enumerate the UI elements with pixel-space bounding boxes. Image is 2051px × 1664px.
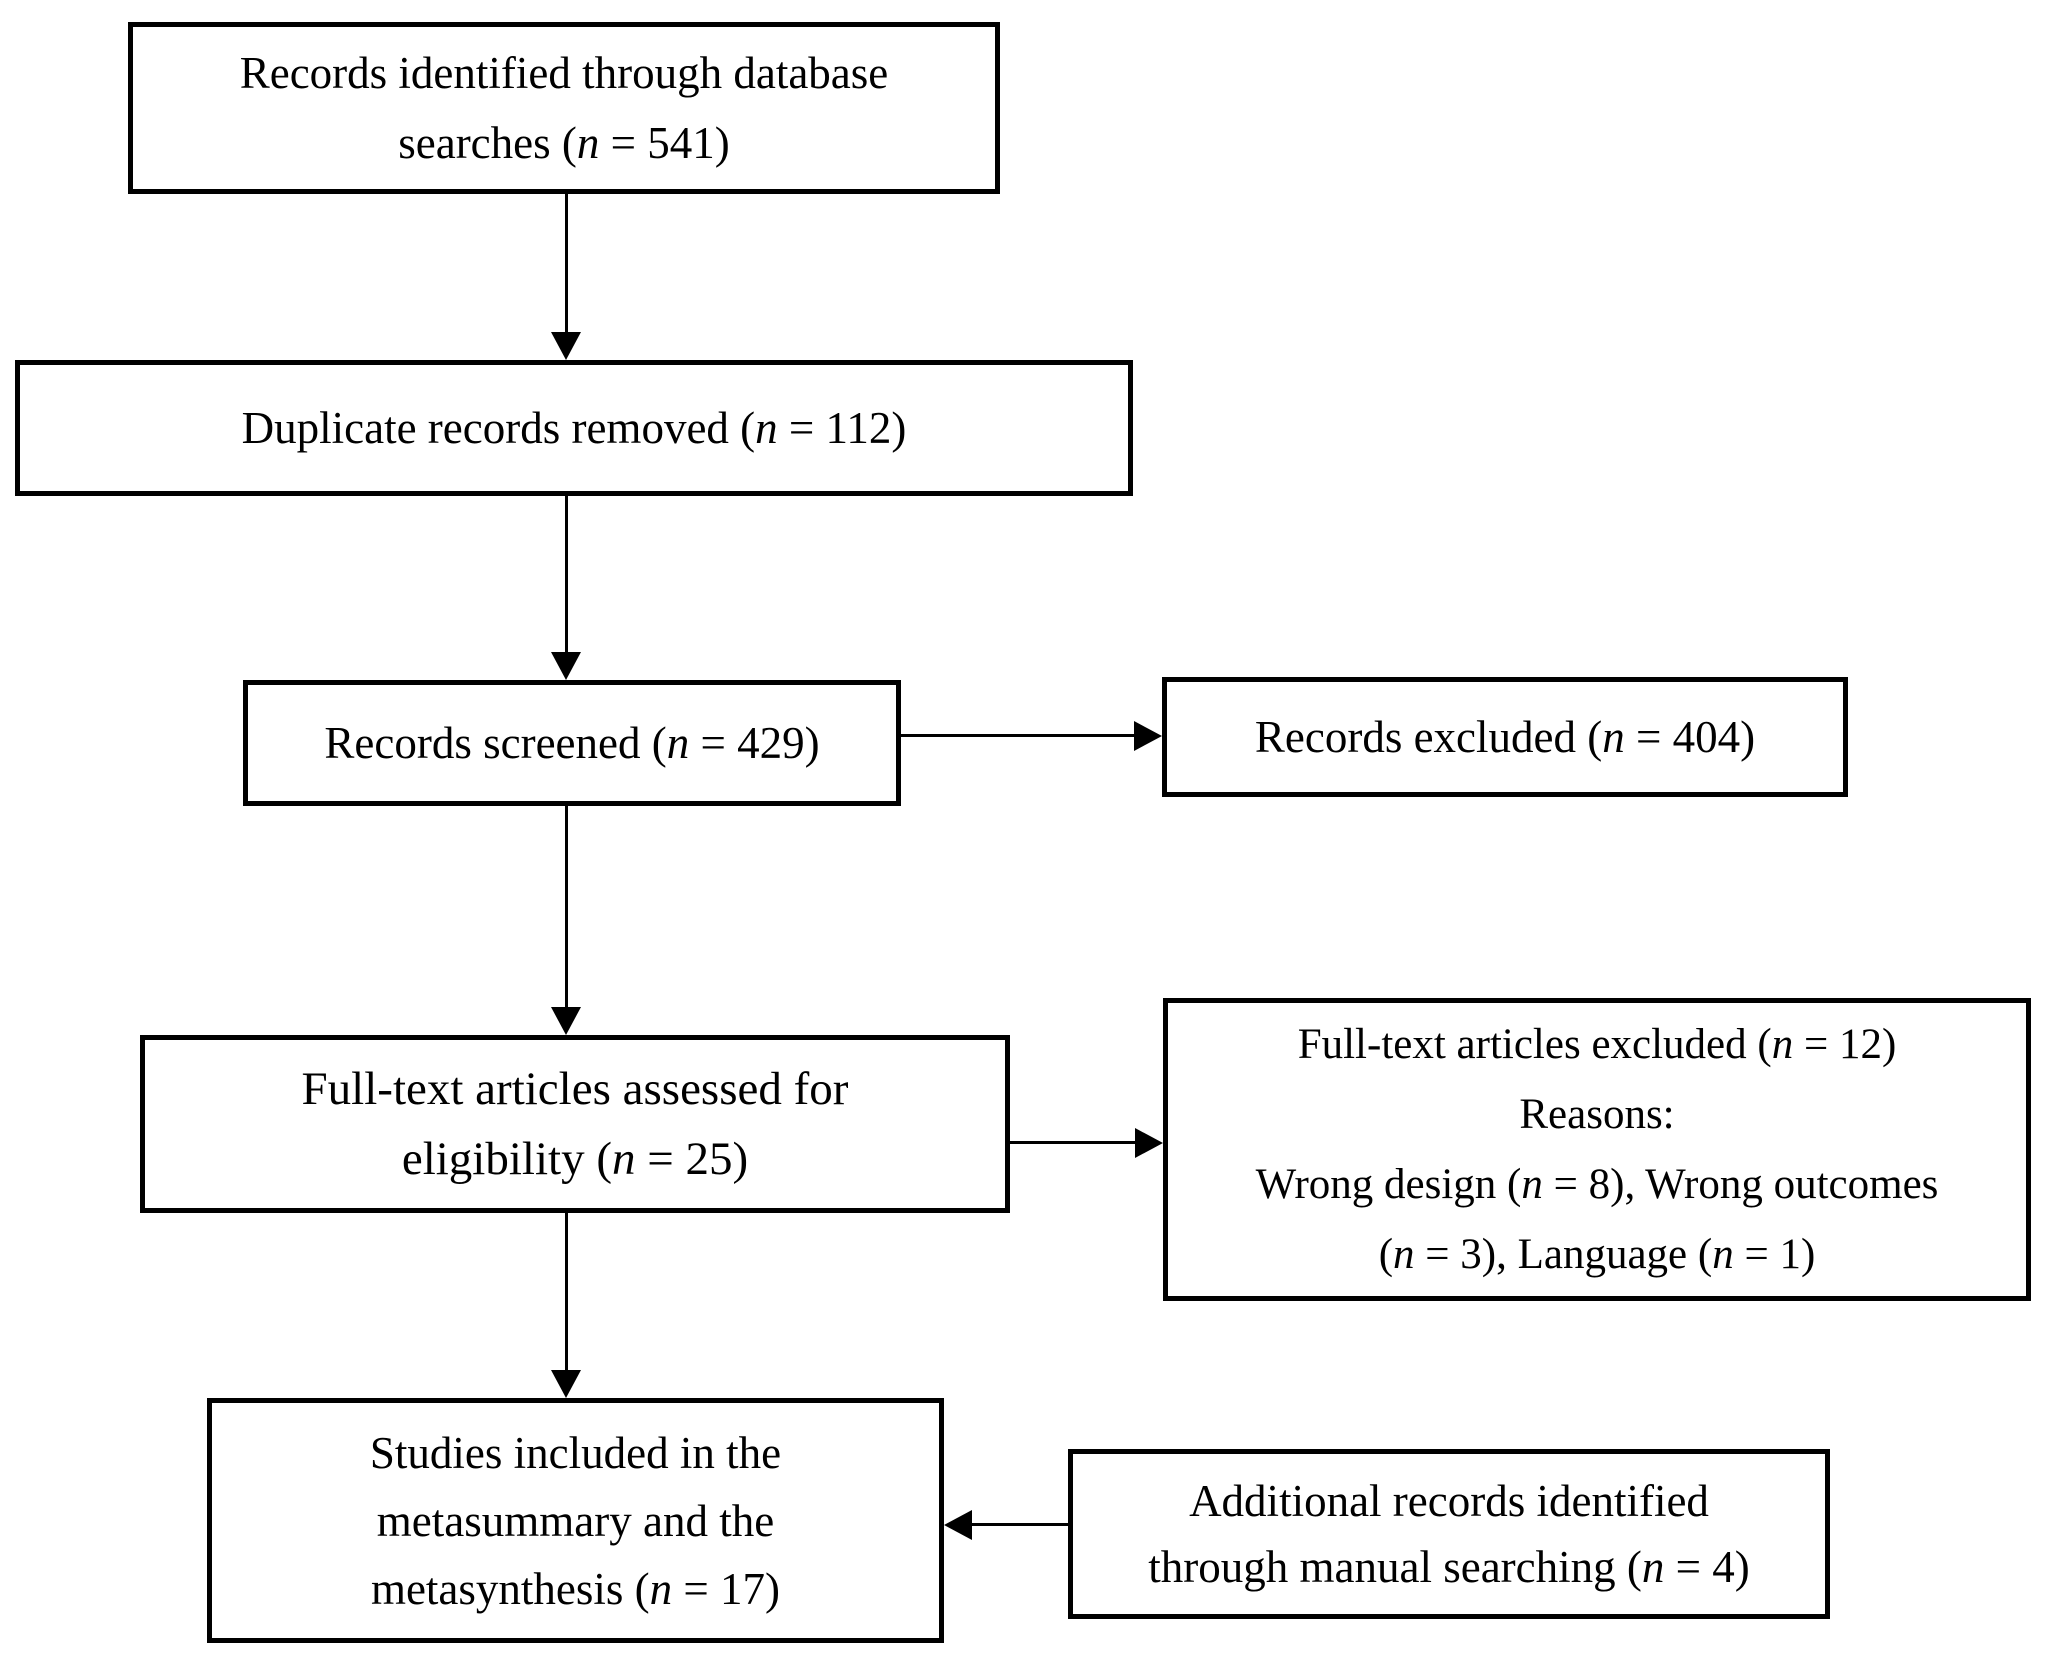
arrow-duplicates-to-screened-stem — [565, 496, 568, 654]
label-text: Records excluded ( — [1254, 712, 1603, 762]
label-text: = 4) — [1664, 1542, 1750, 1592]
italic-n-text: n — [649, 1563, 673, 1614]
label-text: Reasons: — [1519, 1090, 1675, 1138]
text-line: metasynthesis (n = 17) — [371, 1555, 780, 1623]
text-line: Records excluded (n = 404) — [1255, 702, 1755, 772]
text-line: (n = 3), Language (n = 1) — [1379, 1220, 1816, 1290]
box-duplicates-removed: Duplicate records removed (n = 112) — [15, 360, 1133, 496]
box-records-identified: Records identified through database searc… — [128, 22, 1000, 194]
label-text: = 12) — [1793, 1020, 1897, 1068]
italic-n-text: n — [1771, 1020, 1794, 1068]
text-line: Wrong design (n = 8), Wrong outcomes — [1256, 1150, 1939, 1220]
italic-n-text: n — [1521, 1160, 1543, 1208]
arrow-additional-to-included-stem — [970, 1523, 1070, 1526]
arrowhead-down-icon — [551, 332, 581, 360]
label-text: Duplicate records removed ( — [241, 403, 756, 453]
label-text: Full-text articles excluded ( — [1297, 1020, 1772, 1068]
box-studies-included: Studies included in the metasummary and t… — [207, 1398, 944, 1643]
arrowhead-down-icon — [551, 1370, 581, 1398]
label-text: Records screened ( — [324, 718, 667, 768]
label-text: metasynthesis ( — [370, 1563, 650, 1614]
arrow-fulltext-to-excluded-stem — [1010, 1141, 1137, 1144]
arrowhead-down-icon — [551, 1007, 581, 1035]
text-line: eligibility (n = 25) — [402, 1124, 748, 1194]
text-line: Studies included in the — [370, 1419, 781, 1487]
box-fulltext-excluded: Full-text articles excluded (n = 12)Reas… — [1163, 998, 2031, 1301]
italic-n-text: n — [1602, 712, 1625, 762]
label-text: = 541) — [599, 118, 730, 168]
label-text: through manual searching ( — [1148, 1542, 1642, 1592]
label-text: = 112) — [777, 403, 907, 453]
label-text: searches ( — [398, 118, 577, 168]
label-text: = 8), Wrong outcomes — [1542, 1160, 1939, 1208]
italic-n-text: n — [612, 1133, 636, 1185]
label-text: Records identified through database — [239, 48, 889, 98]
label-text: = 25) — [635, 1133, 749, 1185]
text-line: Additional records identified — [1189, 1468, 1709, 1534]
box-records-screened: Records screened (n = 429) — [243, 680, 901, 806]
arrow-fulltext-to-included-stem — [565, 1213, 568, 1372]
arrow-screened-to-excluded-stem — [901, 734, 1136, 737]
box-fulltext-assessed: Full-text articles assessed for eligibili… — [140, 1035, 1010, 1213]
arrowhead-right-icon — [1134, 721, 1162, 751]
text-line: Full-text articles assessed for — [302, 1054, 849, 1124]
label-text: = 17) — [672, 1563, 781, 1614]
label-text: = 3), Language ( — [1414, 1230, 1713, 1278]
italic-n-text: n — [755, 403, 778, 453]
label-text: Studies included in the — [369, 1427, 782, 1478]
text-line: Records screened (n = 429) — [324, 708, 819, 778]
label-text: ( — [1378, 1230, 1394, 1278]
text-line: Reasons: — [1519, 1080, 1674, 1150]
text-line: Duplicate records removed (n = 112) — [242, 393, 907, 463]
text-line: Records identified through database — [240, 38, 889, 108]
text-line: through manual searching (n = 4) — [1148, 1534, 1749, 1600]
italic-n-text: n — [666, 718, 690, 768]
text-line: Full-text articles excluded (n = 12) — [1298, 1010, 1897, 1080]
arrow-identified-to-duplicates-stem — [565, 194, 568, 334]
label-text: eligibility ( — [401, 1133, 612, 1185]
label-text: Additional records identified — [1189, 1476, 1709, 1526]
label-text: metasummary and the — [376, 1495, 775, 1546]
box-records-excluded: Records excluded (n = 404) — [1162, 677, 1848, 797]
italic-n-text: n — [1393, 1230, 1415, 1278]
text-line: searches (n = 541) — [398, 108, 730, 178]
arrow-screened-to-fulltext-stem — [565, 806, 568, 1009]
italic-n-text: n — [1712, 1230, 1734, 1278]
label-text: = 429) — [689, 718, 820, 768]
arrowhead-down-icon — [551, 652, 581, 680]
italic-n-text: n — [576, 118, 600, 168]
arrowhead-right-icon — [1135, 1128, 1163, 1158]
label-text: Full-text articles assessed for — [301, 1063, 849, 1115]
arrowhead-left-icon — [944, 1510, 972, 1540]
box-additional-records: Additional records identified through man… — [1068, 1449, 1830, 1619]
label-text: = 404) — [1624, 712, 1756, 762]
label-text: = 1) — [1733, 1230, 1816, 1278]
label-text: Wrong design ( — [1255, 1160, 1522, 1208]
text-line: metasummary and the — [377, 1487, 774, 1555]
italic-n-text: n — [1641, 1542, 1665, 1592]
